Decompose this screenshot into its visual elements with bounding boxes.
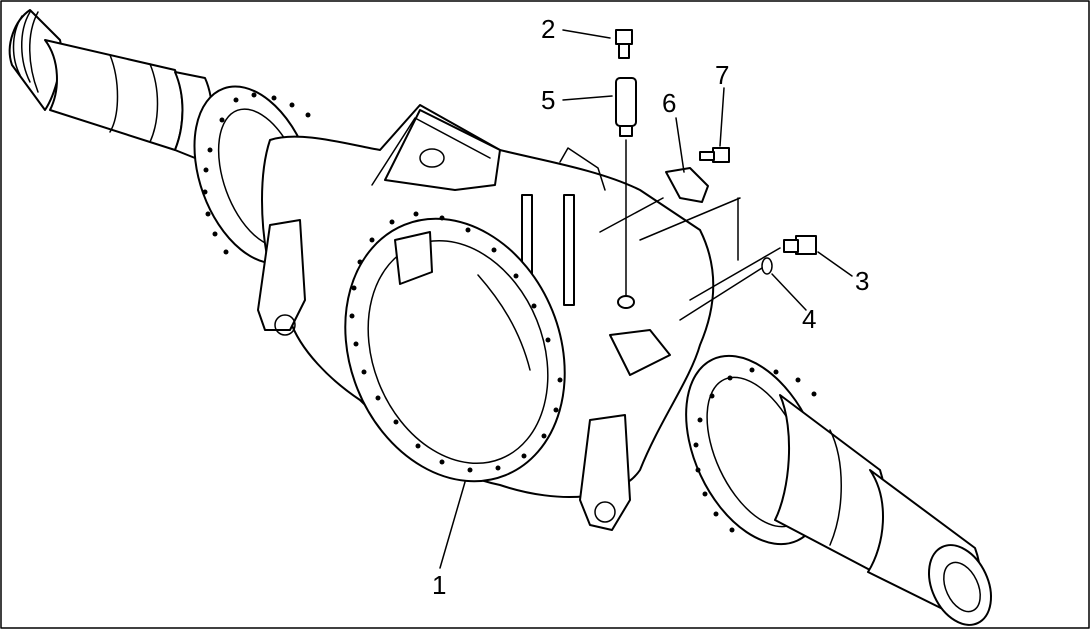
leader-6 (675, 117, 685, 173)
callout-5: 5 (541, 85, 555, 115)
right-axle-spindle (685, 354, 992, 626)
cover-flange-bolt-holes (349, 211, 563, 473)
left-flange-bolt-holes (202, 92, 311, 255)
part-5-breather-tube (615, 77, 637, 137)
callout-7: 7 (715, 60, 729, 90)
callout-4: 4 (802, 304, 816, 334)
callout-3: 3 (855, 266, 869, 296)
leader-4 (771, 273, 807, 311)
leader-3 (817, 251, 853, 277)
leader-2 (562, 29, 611, 39)
part-3-plug (783, 235, 817, 255)
installation-guide-lines (599, 139, 781, 321)
axle-housing-body (257, 104, 715, 531)
part-4-o-ring (761, 257, 773, 275)
callout-2: 2 (541, 14, 555, 44)
part-2-breather (615, 29, 633, 59)
leader-7 (719, 87, 725, 147)
part-7-bolt (699, 147, 730, 163)
leader-1 (439, 481, 466, 569)
callout-6: 6 (662, 88, 676, 118)
right-flange-bolt-holes (693, 367, 817, 533)
leader-5 (562, 95, 613, 101)
callout-1: 1 (432, 570, 446, 600)
part-6-plate (665, 167, 709, 203)
callout-labels: 1 2 3 4 5 6 7 (432, 14, 869, 600)
callout-leaders (439, 29, 853, 569)
